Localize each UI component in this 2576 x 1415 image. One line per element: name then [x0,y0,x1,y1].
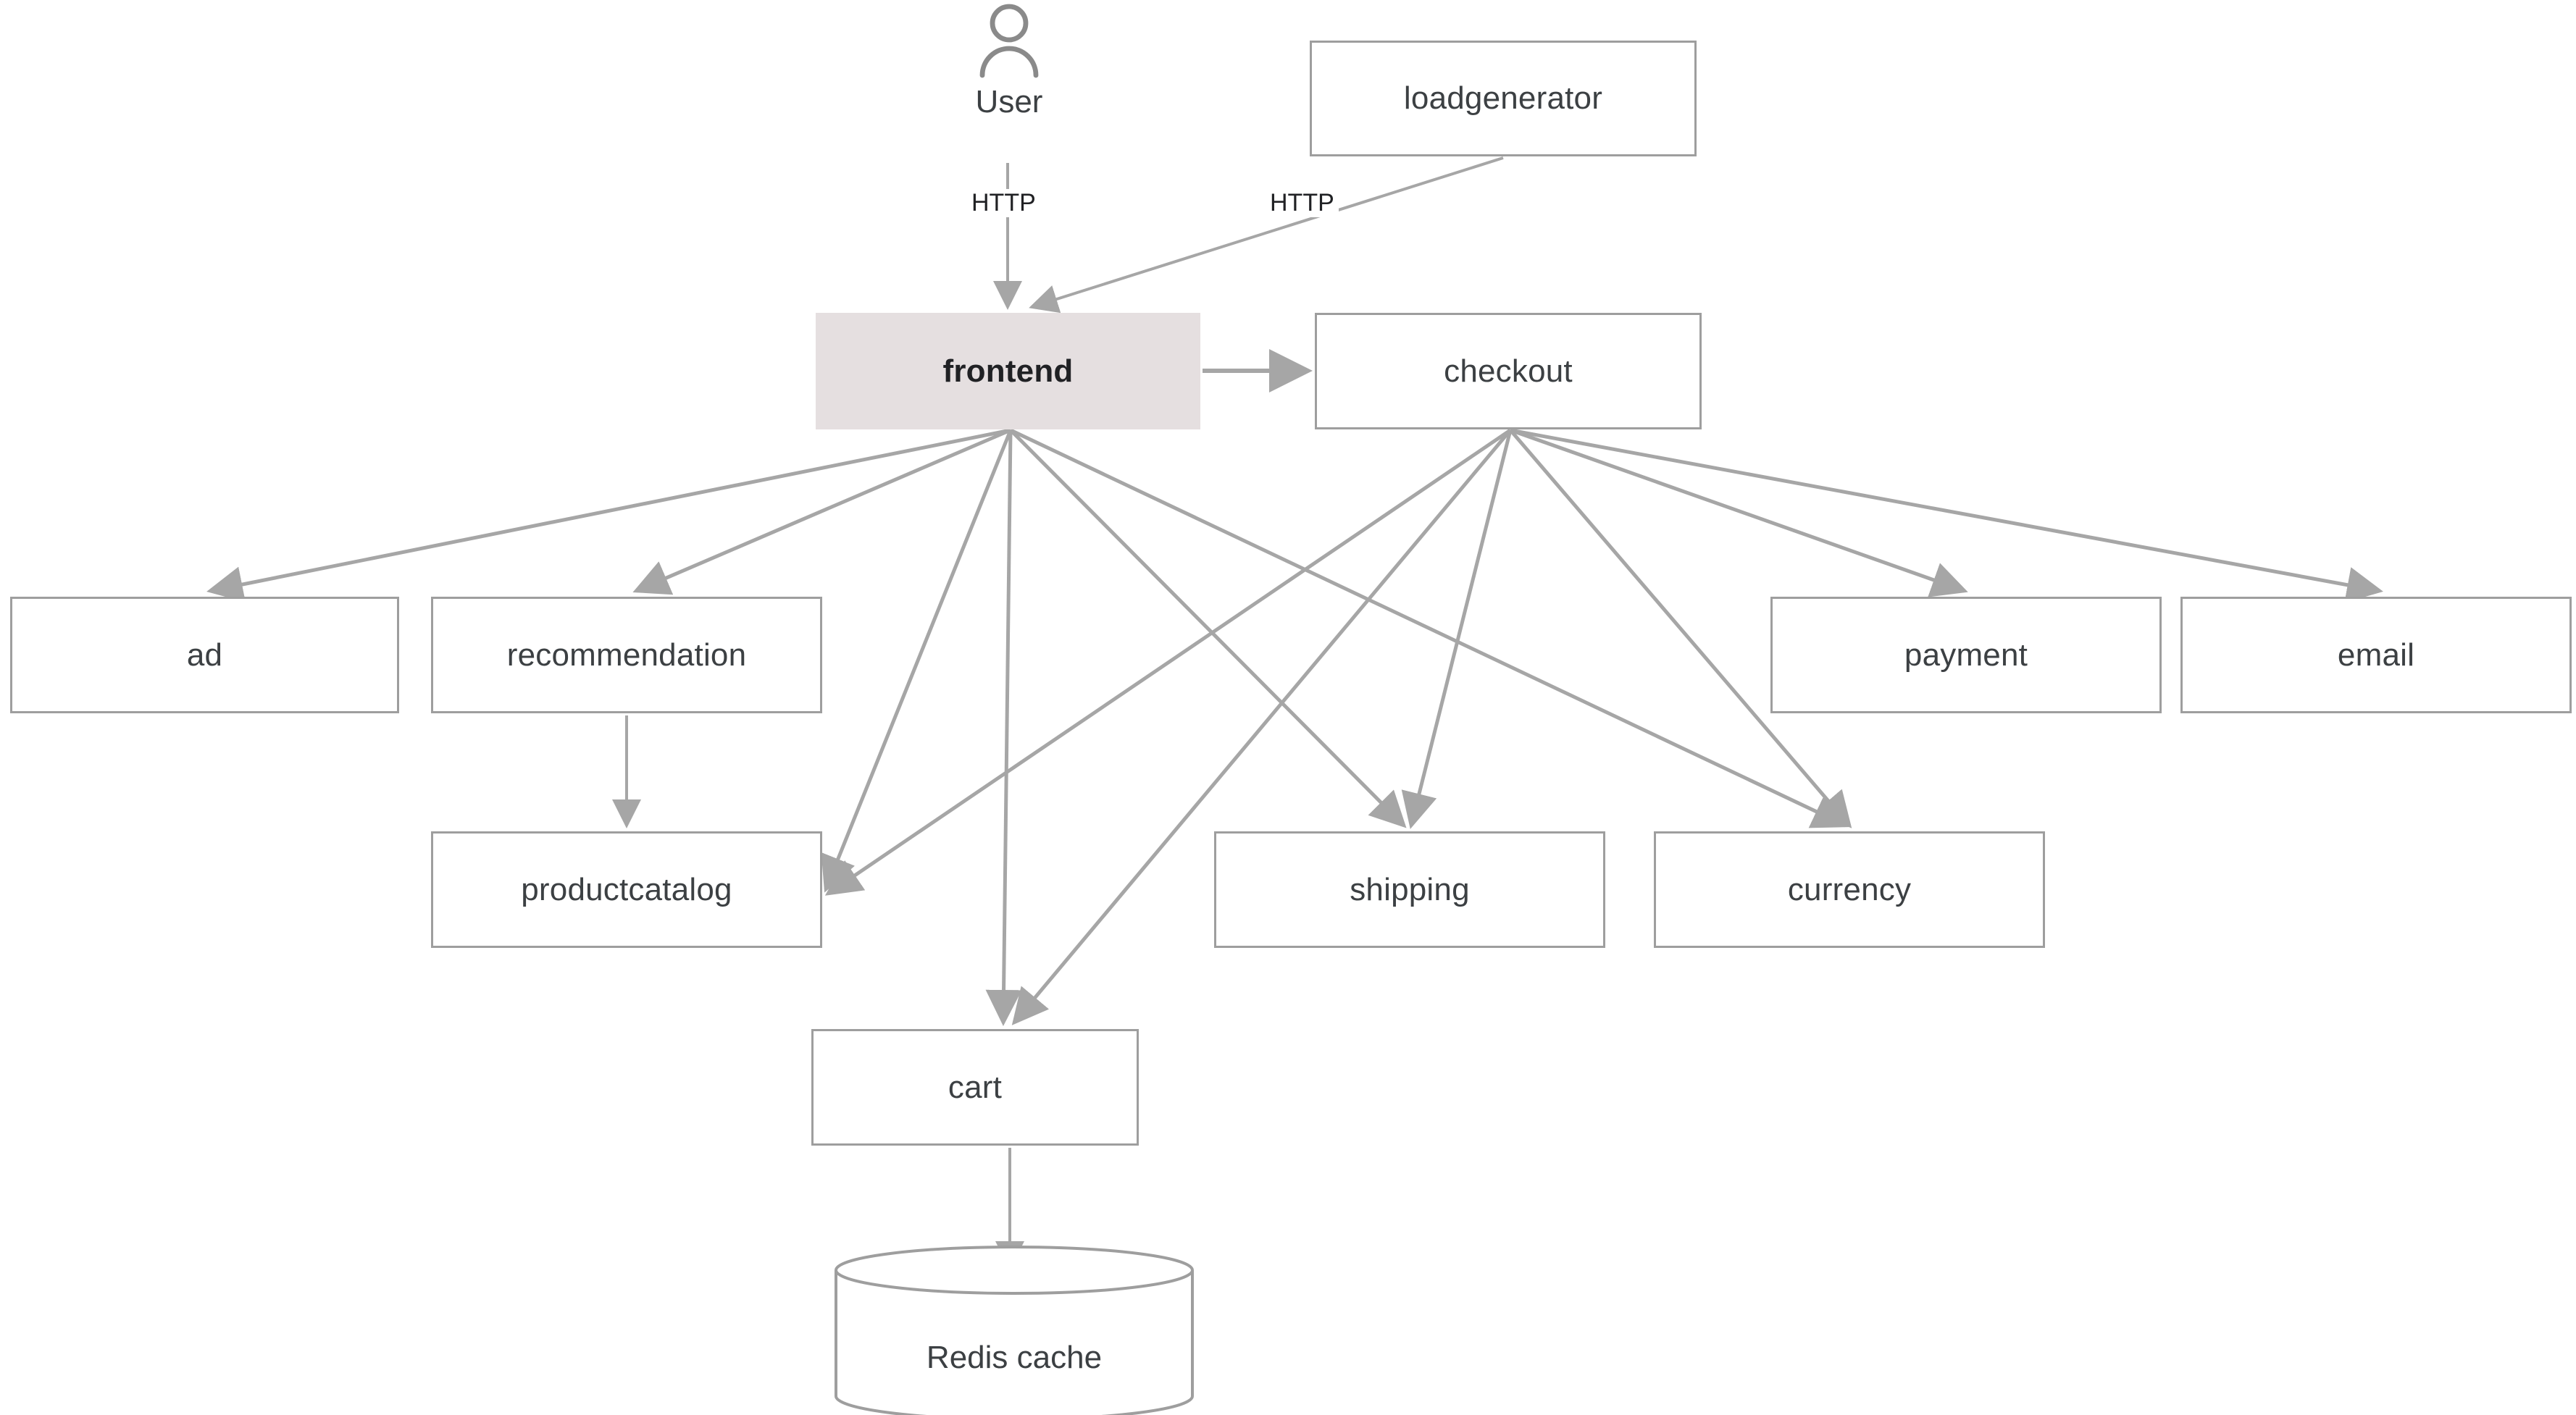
node-frontend[interactable]: frontend [816,313,1200,429]
node-ad-label: ad [186,637,223,673]
node-loadgenerator-label: loadgenerator [1403,80,1603,116]
node-payment[interactable]: payment [1770,597,2162,713]
actor-user-label: User [975,84,1043,119]
edge-checkout-productcatalog [824,428,1512,896]
node-currency-label: currency [1787,871,1912,907]
edge-checkout-payment [1510,428,1968,597]
node-payment-label: payment [1904,637,2028,673]
edge-frontend-recommendation [632,428,1011,595]
edge-loadgenerator-frontend [1029,156,1504,314]
node-currency[interactable]: currency [1654,831,2045,948]
edge-checkout-currency [1509,429,1852,828]
node-recommendation[interactable]: recommendation [431,597,822,713]
node-productcatalog[interactable]: productcatalog [431,831,822,948]
node-ad[interactable]: ad [10,597,399,713]
edge-frontend-productcatalog [821,429,1013,893]
node-productcatalog-label: productcatalog [521,871,732,907]
node-checkout[interactable]: checkout [1315,313,1702,429]
node-cart[interactable]: cart [811,1029,1139,1146]
edge-checkout-email [1510,428,2383,603]
cylinder-icon [835,1246,1194,1415]
node-shipping-label: shipping [1350,871,1470,907]
node-frontend-label: frontend [942,353,1074,389]
node-recommendation-label: recommendation [506,637,747,673]
edge-label-http-user: HTTP [967,189,1040,217]
edge-frontend-ad [206,428,1011,602]
edge-frontend-currency [1009,428,1849,828]
edge-checkout-cart [1011,429,1512,1025]
edge-label-http-loadgenerator: HTTP [1266,189,1339,217]
node-rediscache[interactable]: Redis cache [833,1244,1195,1415]
edge-frontend-shipping [1009,429,1407,828]
node-rediscache-label: Redis cache [926,1340,1103,1375]
edge-frontend-cart [985,429,1022,1026]
node-shipping[interactable]: shipping [1214,831,1605,948]
node-cart-label: cart [948,1069,1003,1105]
edge-checkout-shipping [1401,429,1513,829]
node-loadgenerator[interactable]: loadgenerator [1310,41,1697,156]
node-email[interactable]: email [2180,597,2572,713]
node-checkout-label: checkout [1444,353,1573,389]
user-icon [979,4,1039,78]
node-email-label: email [2337,637,2415,673]
actor-user: User [955,3,1063,120]
